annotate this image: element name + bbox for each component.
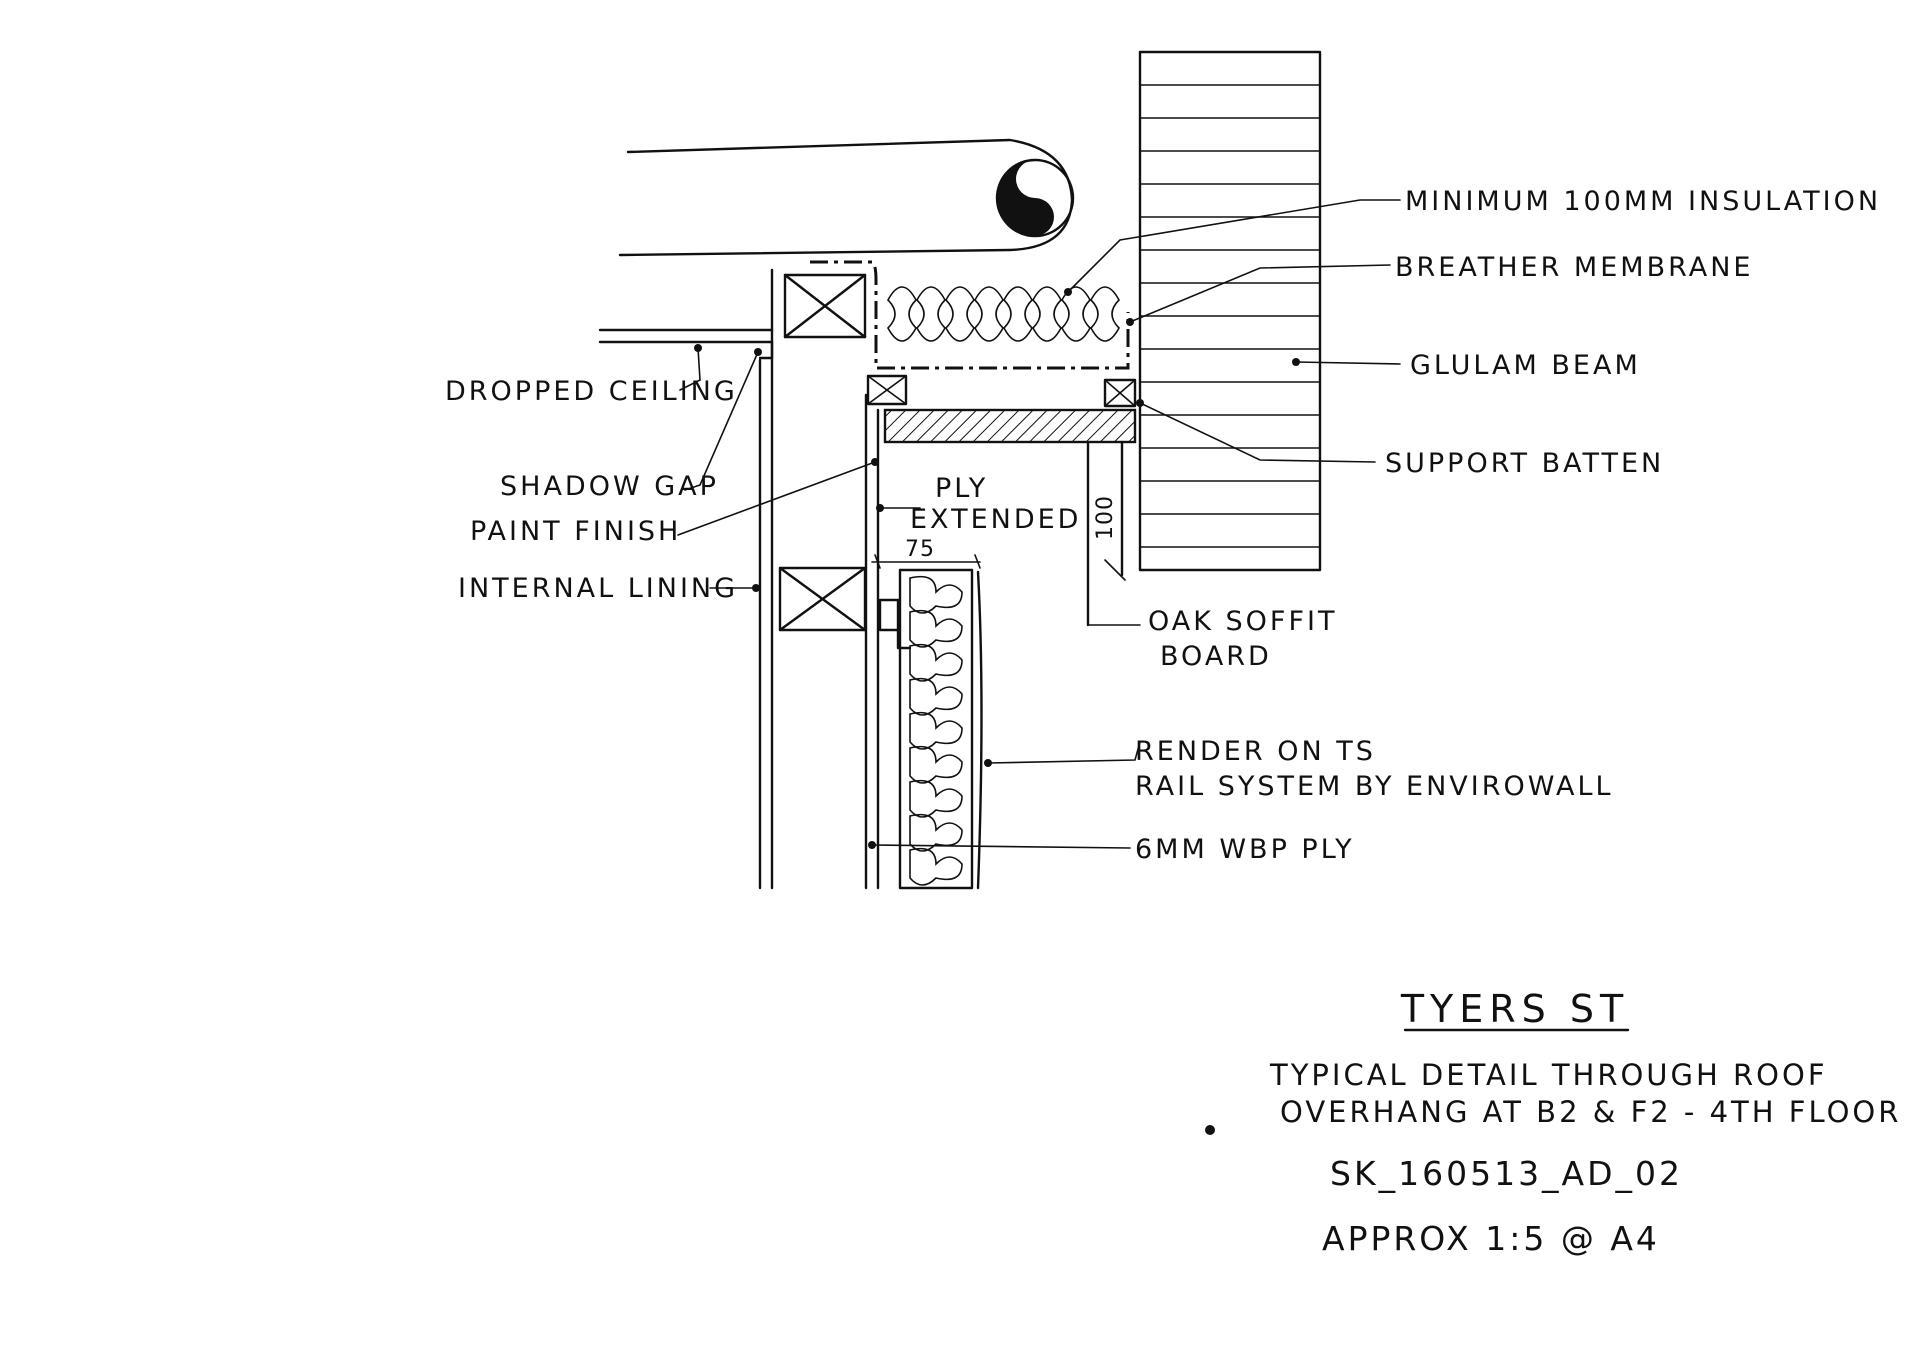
roof-insulation: [810, 260, 1130, 370]
label-glulam-beam: GLULAM BEAM: [1410, 350, 1641, 381]
internal-wall: [758, 268, 880, 890]
leader-lines: [677, 199, 1401, 849]
fascia-dimension: 100: [1086, 440, 1126, 627]
label-render-2: RAIL SYSTEM BY ENVIROWALL: [1135, 771, 1614, 802]
label-shadow-gap: SHADOW GAP: [500, 471, 719, 502]
description-line-2: OVERHANG AT B2 & F2 - 4TH FLOOR: [1280, 1095, 1901, 1129]
roof-gutter: [618, 138, 1075, 257]
label-paint-finish: PAINT FINISH: [470, 516, 681, 547]
dropped-ceiling: [598, 328, 774, 360]
soffit-depth-dimension: 100: [1093, 495, 1118, 540]
label-support-batten: SUPPORT BATTEN: [1385, 448, 1664, 479]
insulation-loop: [909, 643, 963, 682]
insulation-loop: [909, 677, 963, 716]
title-block: TYERS ST TYPICAL DETAIL THROUGH ROOF OVE…: [1205, 987, 1901, 1258]
insulation-loop: [1032, 286, 1062, 342]
external-wall: 75: [871, 537, 983, 890]
label-render-1: RENDER ON TS: [1135, 736, 1376, 767]
label-internal-lining: INTERNAL LINING: [458, 573, 738, 604]
insulation-loop: [909, 847, 963, 886]
top-timber: [783, 273, 867, 339]
insulation-loop: [974, 286, 1004, 342]
annotations: MINIMUM 100MM INSULATION BREATHER MEMBRA…: [445, 186, 1881, 865]
label-ply-extended-1: PLY: [935, 473, 988, 504]
label-oak-soffit-2: BOARD: [1160, 641, 1272, 672]
project-title: TYERS ST: [1400, 987, 1629, 1031]
inner-batten: [866, 374, 908, 406]
glulam-beam: [1138, 50, 1322, 572]
insulation-loop: [909, 711, 963, 750]
drawing-reference: SK_160513_AD_02: [1330, 1154, 1683, 1193]
insulation-loop: [909, 745, 963, 784]
label-oak-soffit-1: OAK SOFFIT: [1148, 606, 1337, 637]
insulation-loop: [916, 286, 946, 342]
insulation-loop: [1061, 286, 1091, 342]
label-ply-extended-2: EXTENDED: [910, 504, 1081, 535]
insulation-loop: [945, 286, 975, 342]
label-wbp-ply: 6MM WBP PLY: [1135, 834, 1355, 865]
label-dropped-ceiling: DROPPED CEILING: [445, 376, 738, 407]
description-line-1: TYPICAL DETAIL THROUGH ROOF: [1269, 1058, 1828, 1092]
label-insulation: MINIMUM 100MM INSULATION: [1405, 186, 1881, 217]
insulation-loop: [887, 286, 917, 342]
insulation-loop: [909, 575, 963, 614]
oak-soffit-board: [883, 408, 1137, 444]
insulation-loop: [909, 813, 963, 852]
drawing-scale: APPROX 1:5 @ A4: [1322, 1219, 1660, 1258]
wall-width-dimension: 75: [905, 537, 935, 562]
insulation-loop: [1090, 286, 1120, 342]
lower-timber: [778, 566, 867, 632]
insulation-loop: [1003, 286, 1033, 342]
support-batten: [1103, 378, 1137, 408]
label-breather-membrane: BREATHER MEMBRANE: [1395, 252, 1753, 283]
insulation-loop: [909, 779, 963, 818]
insulation-loop: [909, 609, 963, 648]
